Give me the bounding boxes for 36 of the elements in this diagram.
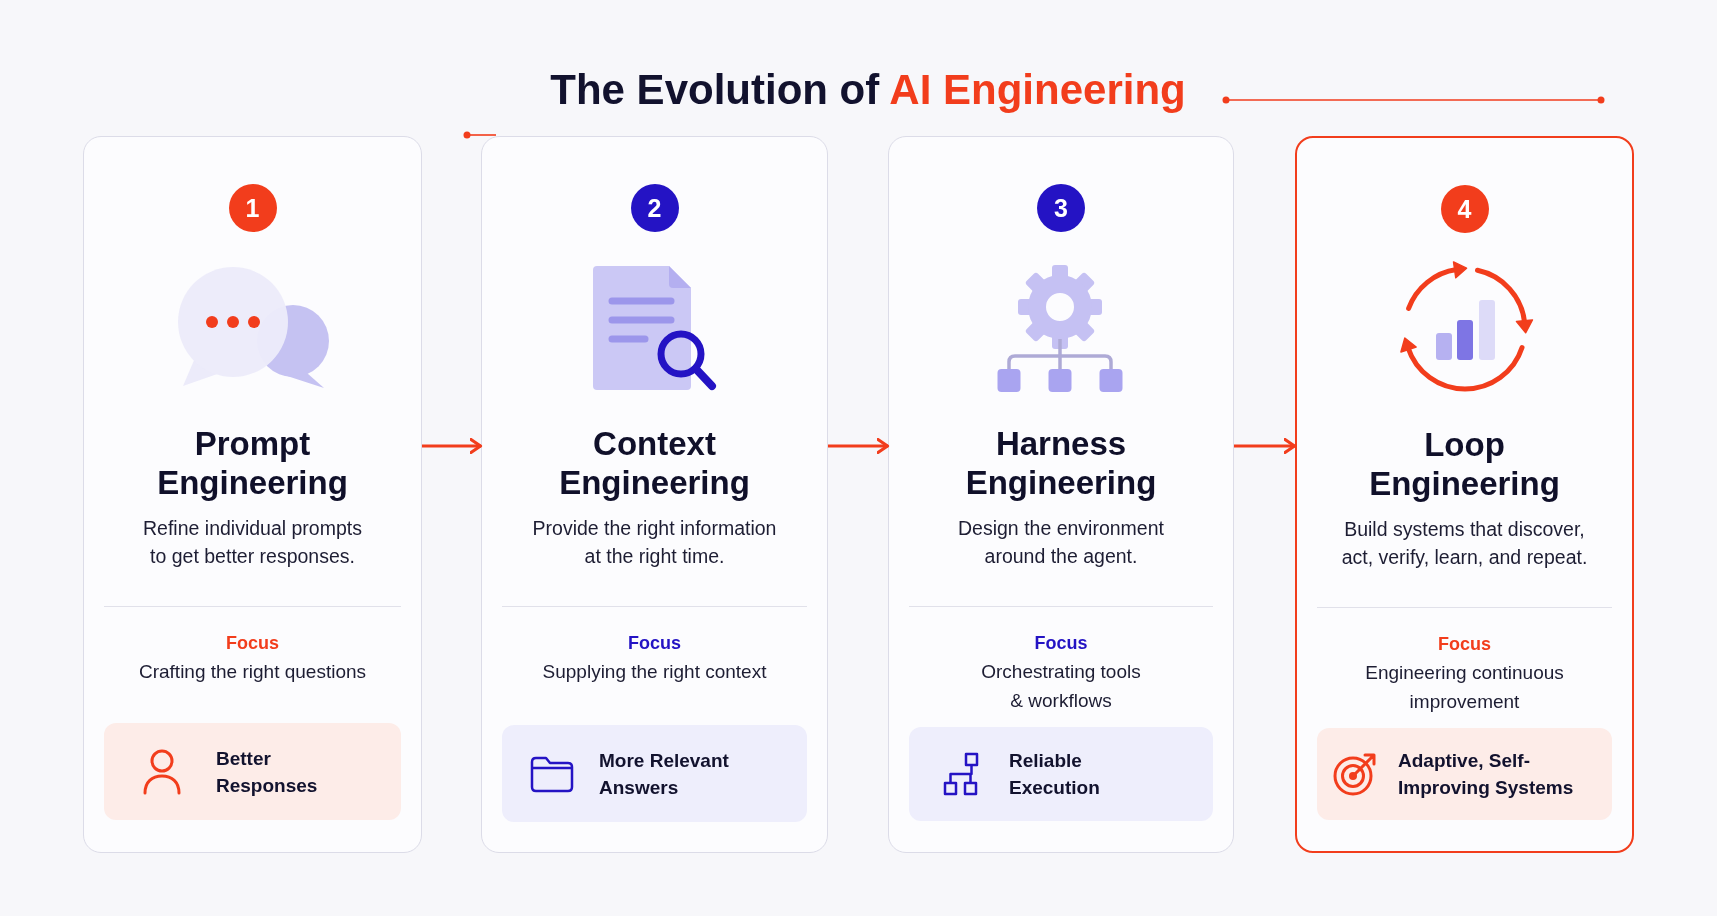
step-badge: 1 [228,184,277,232]
focus-text: Crafting the right questions [138,660,367,684]
outcome-text: Adaptive, Self-Improving Systems [1398,749,1575,800]
outcome-text: Better Responses [216,746,319,798]
card-description: Refine individual prompts to get better responses. [142,516,363,569]
card-title: Prompt Engineering [156,424,349,502]
stage-card [83,136,422,853]
focus-text: Orchestrating tools & workflows [980,660,1142,713]
card-title: Loop Engineering [1368,425,1561,503]
card-description: Build systems that discover, act, verify, learn, and repeat. [1340,517,1589,570]
outcome-panel [909,727,1213,821]
focus-text: Engineering continuous improvement [1364,661,1565,714]
arrow [828,437,890,455]
stage-card [888,136,1234,853]
focus-label: Focus [226,632,279,655]
arrow [1234,437,1297,455]
outcome-panel [1317,728,1612,820]
focus-text: Supplying the right context [542,660,767,684]
outcome-text: More Relevant Answers [599,748,730,800]
stage-card [1295,136,1634,853]
step-badge: 2 [630,184,679,232]
stage-card [481,136,828,853]
focus-label: Focus [1438,633,1491,656]
diagram-title: The Evolution of AI Engineering [550,65,1186,115]
arrow [422,437,483,455]
card-description: Design the environment around the agent. [957,516,1165,569]
outcome-text: Reliable Execution [1009,749,1101,800]
step-badge: 4 [1440,185,1489,233]
focus-label: Focus [1034,632,1088,655]
outcome-panel [502,725,807,822]
card-title: Context Engineering [558,424,751,502]
card-description: Provide the right information at the right time. [531,516,778,569]
card-title: Harness Engineering [964,424,1158,502]
focus-label: Focus [628,632,681,655]
outcome-panel [104,723,401,820]
step-badge: 3 [1037,184,1085,232]
